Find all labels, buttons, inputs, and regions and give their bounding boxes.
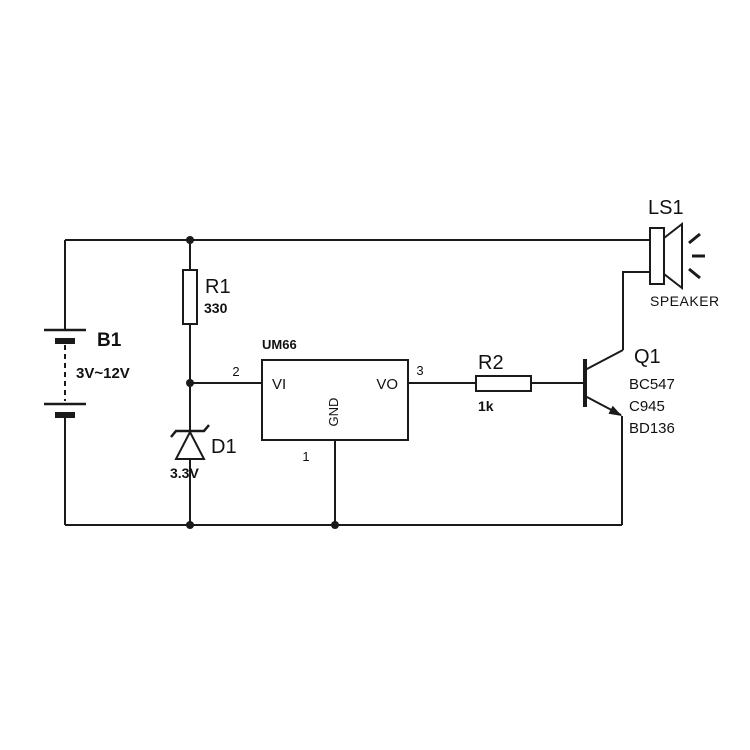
ic-pin1-number: 1: [302, 449, 309, 464]
ic-pin2-number: 2: [232, 364, 239, 379]
sound-wave-line: [688, 267, 701, 280]
ic-pin-gnd-label: GND: [326, 398, 341, 427]
transistor-model-2: C945: [629, 398, 665, 415]
zener-cathode-bar: [170, 424, 210, 438]
wire-network: [64, 239, 650, 526]
resistor-r1-ref-label: R1: [205, 276, 231, 298]
junction-dot: [186, 236, 194, 244]
ic-pin-vi-label: VI: [272, 376, 286, 393]
speaker-ref-label: LS1: [648, 197, 684, 219]
battery-ref-label: B1: [97, 330, 122, 351]
ic-name-label: UM66: [262, 337, 297, 352]
speaker-symbol: [649, 221, 705, 291]
speaker-driver-box: [649, 227, 665, 285]
ic-pin-vo-label: VO: [376, 376, 398, 393]
resistor-r2-value-label: 1k: [478, 398, 494, 414]
sound-wave-line: [688, 232, 701, 245]
zener-triangle: [174, 429, 206, 460]
junction-dots: [186, 236, 339, 529]
junction-dot: [186, 379, 194, 387]
speaker-sound-waves-icon: [688, 232, 705, 280]
zener-value-label: 3.3V: [170, 465, 199, 481]
resistor-r2-ref-label: R2: [478, 352, 504, 374]
transistor-model-1: BC547: [629, 376, 675, 393]
ic-pin3-number: 3: [416, 363, 423, 378]
transistor-ref-label: Q1: [634, 346, 661, 368]
zener-ref-label: D1: [211, 436, 237, 458]
resistor-r1-body: [182, 269, 198, 325]
zener-diode-symbol: [170, 424, 210, 460]
resistor-r1-value-label: 330: [204, 300, 228, 316]
speaker-cone: [663, 221, 683, 291]
junction-dot: [186, 521, 194, 529]
transistor-emitter-arrow: [608, 405, 622, 416]
battery-value-label: 3V~12V: [76, 365, 130, 382]
junction-dot: [331, 521, 339, 529]
resistor-r2-body: [475, 375, 532, 392]
transistor-model-3: BD136: [629, 420, 675, 437]
battery-symbol: [44, 328, 86, 418]
speaker-text-label: SPEAKER: [650, 293, 720, 309]
transistor-collector-lead: [584, 349, 624, 371]
ic-body: [261, 359, 409, 441]
wire-collector-to-speaker: [622, 271, 650, 350]
transistor-symbol: [583, 349, 624, 416]
